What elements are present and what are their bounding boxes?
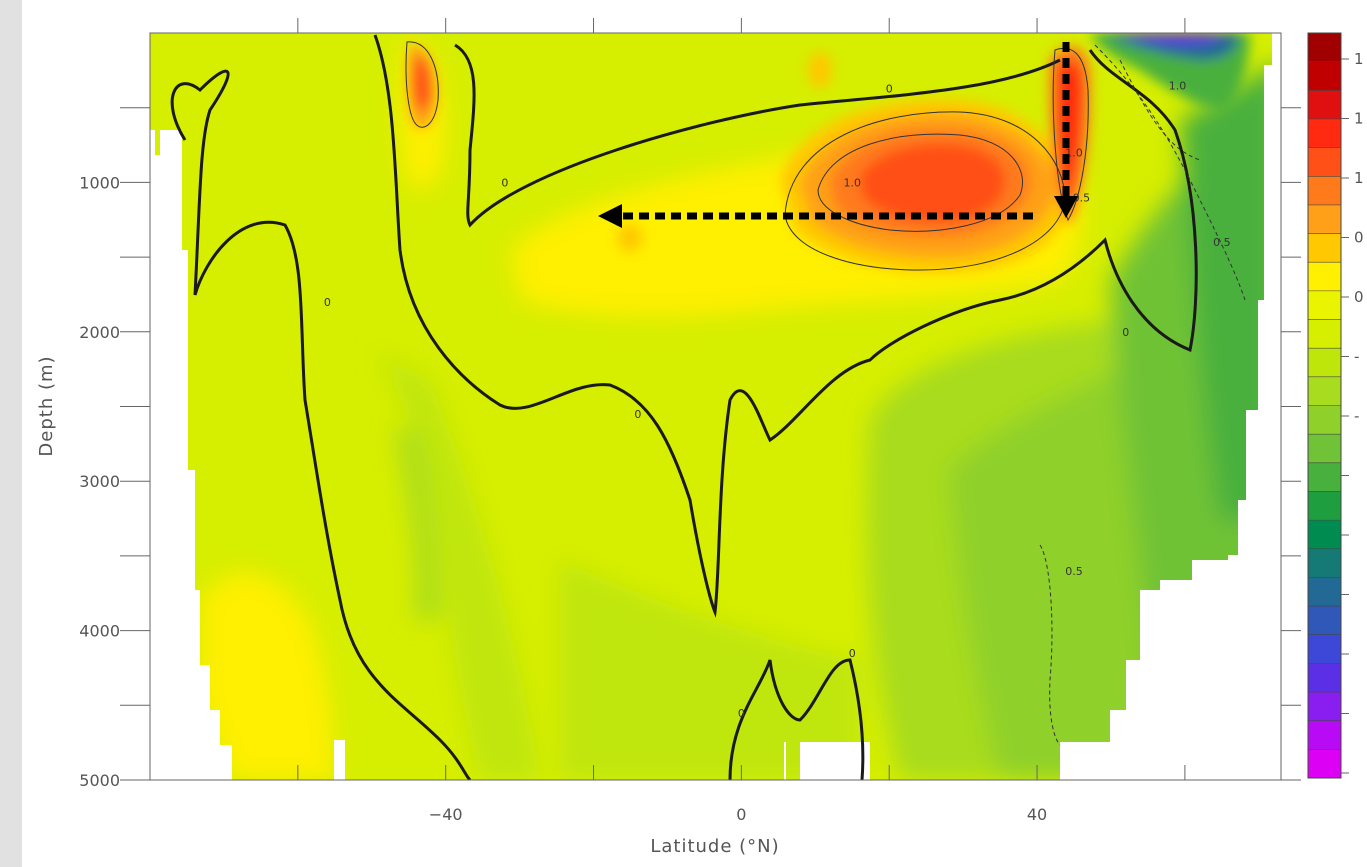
contour-1.0-column [1052, 47, 1089, 222]
y-tick-label: 5000 [79, 771, 120, 790]
region-small-blob [618, 224, 642, 252]
colorbar-label: 1 [1354, 50, 1364, 68]
contour-label: 0 [501, 176, 508, 189]
colorbar-swatch [1308, 90, 1341, 120]
y-tick-label: 1000 [79, 173, 120, 192]
colorbar-swatch [1308, 720, 1341, 750]
colorbar-swatch [1308, 548, 1341, 578]
contour-label: 0 [634, 408, 641, 421]
y-tick-label: 4000 [79, 622, 120, 641]
colorbar-swatch [1308, 147, 1341, 177]
colorbar-swatch [1308, 204, 1341, 235]
x-axis-title: Latitude (°N) [650, 836, 779, 857]
downward-arrow-head [1054, 196, 1078, 218]
region-band-south [375, 350, 540, 780]
contour-label: 0.5 [1065, 565, 1083, 578]
region-darkgreen-north [1180, 60, 1272, 520]
colorbar-swatch [1308, 491, 1341, 521]
left-margin-strip [0, 0, 22, 867]
colorbar-swatch [1308, 319, 1341, 349]
y-tick-label: 3000 [79, 472, 120, 491]
region-small-blob-north [808, 52, 832, 88]
southward-arrow-head [598, 204, 622, 228]
contour-label: 0.5 [1213, 236, 1231, 249]
y-axis: 1000 2000 3000 4000 5000 [79, 107, 1301, 790]
colorbar-frame [1307, 32, 1342, 779]
region-south-core-center [413, 55, 431, 110]
colorbar-swatch [1308, 663, 1341, 693]
colorbar-swatch [1308, 749, 1341, 779]
region-core-center [860, 143, 1005, 223]
colorbar-swatch [1308, 176, 1341, 206]
plot-area: 0 0 0 0 0 0 0 1.0 1.0 0.5 1.0 0.5 0.5 [150, 33, 1272, 780]
colorbar-swatch [1308, 33, 1341, 63]
region-yellow-southwest [200, 572, 335, 780]
colorbar-swatch [1308, 61, 1341, 91]
contour-1.0-core [817, 133, 1023, 232]
colorbar-swatch [1308, 692, 1341, 722]
contour-label: 1.0 [1169, 79, 1187, 92]
colorbar-swatch [1308, 577, 1341, 607]
contour-south-core [405, 41, 439, 128]
x-tick-label: 40 [1027, 805, 1047, 824]
contour-label: 0 [849, 647, 856, 660]
x-axis: −40 0 40 [297, 18, 1186, 824]
contour-label: 1.0 [1065, 147, 1083, 160]
contour-label: 1.0 [844, 176, 862, 189]
y-tick-label: 2000 [79, 323, 120, 342]
colorbar-label: 1 [1354, 110, 1364, 128]
filled-contours [150, 33, 1272, 780]
contour-label: 0 [1122, 326, 1129, 339]
contour-neg-0.5-north [1094, 44, 1246, 301]
contour-neg-0.5-deep [1039, 544, 1061, 746]
colorbar-swatch [1308, 262, 1341, 292]
colorbar-swatch [1308, 606, 1341, 636]
x-tick-label: −40 [429, 805, 463, 824]
colorbar-label: 0 [1354, 229, 1364, 247]
contour-label: 0 [886, 82, 893, 95]
colorbar-label: - [1354, 348, 1359, 366]
colorbar-label: - [1354, 407, 1359, 425]
colorbar-swatch [1308, 118, 1341, 149]
contour-zero-bottom [728, 658, 865, 780]
colorbar-label: 0 [1354, 288, 1364, 306]
region-band-south-deep [395, 430, 440, 620]
region-north-surface-violet [1120, 33, 1225, 45]
colorbar-swatch [1308, 290, 1341, 321]
colorbar-swatch [1308, 462, 1341, 492]
contour-label: 0 [324, 296, 331, 309]
colorbar-swatch [1308, 348, 1341, 378]
contour-label: 0 [738, 707, 745, 720]
region-band-bottom [560, 560, 860, 780]
colorbar-swatch [1308, 434, 1341, 464]
contour-zero-south [170, 69, 472, 780]
contour-labels: 0 0 0 0 0 0 0 1.0 1.0 0.5 1.0 0.5 0.5 [324, 79, 1231, 720]
y-axis-title: Depth (m) [36, 355, 57, 456]
contour-neg-1.0-north [1119, 59, 1201, 161]
colorbar-swatch [1308, 520, 1341, 550]
colorbar-swatch [1308, 376, 1341, 406]
contour-label: 0.5 [1073, 191, 1091, 204]
contour-zero-main [373, 34, 1198, 618]
colorbar-swatch [1308, 405, 1341, 435]
arrows [598, 42, 1078, 228]
colorbar-swatch [1308, 634, 1341, 664]
colorbar: 1 1 1 0 0 - - [1307, 32, 1364, 779]
x-tick-label: 0 [736, 805, 746, 824]
colorbar-swatch [1308, 233, 1341, 263]
colorbar-label: 1 [1354, 169, 1364, 187]
contour-zero-upper [454, 43, 1061, 228]
